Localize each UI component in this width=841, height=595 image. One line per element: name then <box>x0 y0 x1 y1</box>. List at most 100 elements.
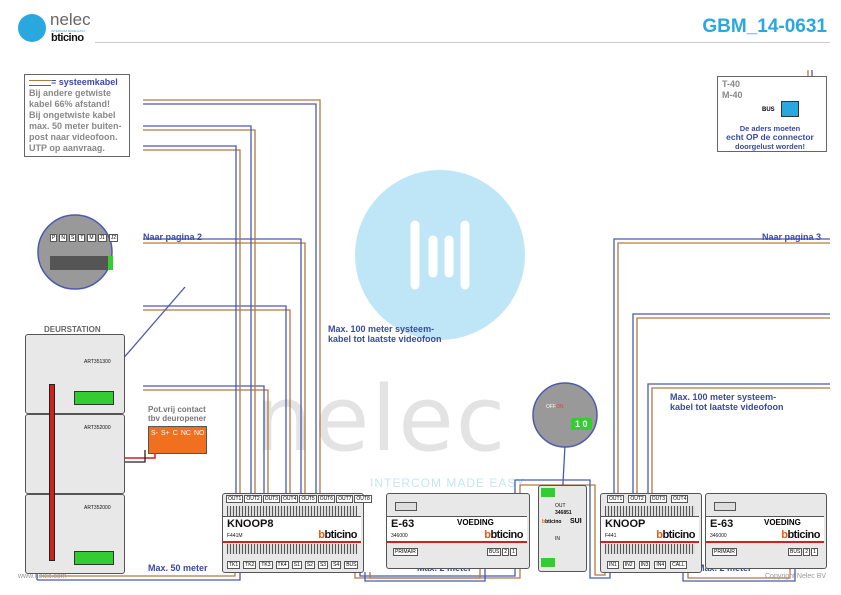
device-part: bbticino <box>318 529 357 541</box>
label: bticino <box>490 529 523 541</box>
label: ART352000 <box>84 505 111 511</box>
logo-tagline: INTERCOM MADE EASY <box>51 29 86 33</box>
label: Pot.vrij contact <box>148 405 206 414</box>
zoom-connector <box>37 214 113 290</box>
label: E-63 <box>710 518 734 530</box>
voeding-module-1: E-63 VOEDING 346000 bbticino PRIMAIR BUS… <box>386 493 530 569</box>
max100-label-b: Max. 100 meter systeem-kabel tot laatste… <box>670 392 784 412</box>
label: IN3 <box>638 561 651 569</box>
deurstation-label: DEURSTATION <box>44 325 101 334</box>
label: OUT8 <box>354 495 372 503</box>
label: 2 <box>502 548 510 556</box>
watermark-tagline: INTERCOM MADE EASY <box>370 476 526 490</box>
label: S+ <box>161 430 170 437</box>
label: SUI <box>570 518 582 525</box>
label: F441M <box>227 533 243 539</box>
systeemkabel-icon <box>29 79 51 86</box>
connector-note: T-40 M-40 BUS De aders moeten echt OP de… <box>717 76 827 152</box>
device-part: b <box>656 529 663 541</box>
label: IN2 <box>622 561 635 569</box>
label: OUT1 <box>226 495 244 503</box>
device-part <box>410 220 470 290</box>
label: OUT3 <box>262 495 281 503</box>
label: Max. 100 meter systeem- <box>670 392 777 402</box>
wire-blue <box>143 305 287 493</box>
terminal-ribbon <box>227 544 357 554</box>
device-part <box>541 558 555 567</box>
device-part <box>74 391 114 405</box>
door-module: ART352000 <box>25 494 125 574</box>
label: 2 <box>803 548 811 556</box>
wire-brown <box>143 149 241 493</box>
wire-brown <box>651 387 830 493</box>
knoop8-label: KNOOP8 F441M bbticino <box>223 516 361 543</box>
label: kabel tot laatste videofoon <box>328 334 442 344</box>
wire-brown <box>369 566 481 579</box>
note-line: De aders moeten <box>739 124 801 133</box>
device-part <box>395 502 417 511</box>
label: OUT5 <box>299 495 317 503</box>
label: ART351300 <box>84 359 111 365</box>
device-part <box>74 551 114 565</box>
label: TK4 <box>275 561 289 569</box>
label: Max. 100 meter systeem- <box>328 324 435 334</box>
legend-line: Bij ongetwiste kabel <box>29 110 116 120</box>
label: bticino <box>324 529 357 541</box>
device-part: = systeemkabel <box>29 77 125 88</box>
watermark-circle <box>355 170 525 340</box>
legend-line: kabel 66% afstand! <box>29 99 111 109</box>
device-part: bbticino <box>542 519 561 525</box>
label: 346851 <box>555 510 572 516</box>
label: VOEDING <box>764 518 801 527</box>
device-part: KNOOP F441 bbticino <box>601 516 699 543</box>
device-part: b <box>318 529 325 541</box>
logo-icon <box>18 14 46 42</box>
wire-blue <box>143 238 302 493</box>
terminal-ribbon <box>227 506 357 516</box>
wire-brown <box>143 129 256 493</box>
page-title: GBM_14-0631 <box>702 16 827 37</box>
door-station: ART351300 ART352000 ART352000 <box>25 334 125 574</box>
legend-line: max. 50 meter buiten- <box>29 121 122 131</box>
door-module: ART352000 <box>25 414 125 494</box>
bus-label: BUS <box>762 107 775 113</box>
label: OUT3 <box>649 495 668 503</box>
wire-brown <box>143 99 321 493</box>
watermark-logo-icon <box>405 215 475 295</box>
label: bticino <box>662 529 695 541</box>
pin-label: M <box>87 234 96 242</box>
wire-blue <box>143 125 252 493</box>
max50-label: Max. 50 meter <box>148 563 208 573</box>
pin-label: S <box>68 234 77 242</box>
bus-connector-icon <box>781 101 799 117</box>
pin-label: N <box>59 234 67 242</box>
label: KNOOP <box>605 518 646 530</box>
device-part: bbticino <box>484 529 523 541</box>
device-part: E-63 VOEDING 346000 bbticino <box>706 516 824 543</box>
wire-blue <box>143 103 317 493</box>
footer-website[interactable]: www.nelec.com <box>18 573 67 580</box>
label: S3 <box>317 561 329 569</box>
label: NC <box>180 430 191 437</box>
label: bticino <box>545 519 562 525</box>
wire-blue <box>632 313 830 493</box>
sui-switch[interactable]: OFFON <box>546 404 564 410</box>
label: OUT6 <box>317 495 336 503</box>
zoom-connector-pins: P N S T M J1 J2 <box>50 234 119 242</box>
label: ON <box>556 404 564 410</box>
wire-blue <box>359 479 611 579</box>
label: S- <box>151 430 158 437</box>
pin-label: J1 <box>97 234 107 242</box>
label: OUT4 <box>671 495 689 503</box>
model-label: T-40 <box>722 79 741 89</box>
label: OUT <box>555 503 566 509</box>
label: 1 <box>510 548 517 556</box>
label: NO <box>193 430 205 437</box>
sui-address-display: 1 0 <box>571 418 592 430</box>
